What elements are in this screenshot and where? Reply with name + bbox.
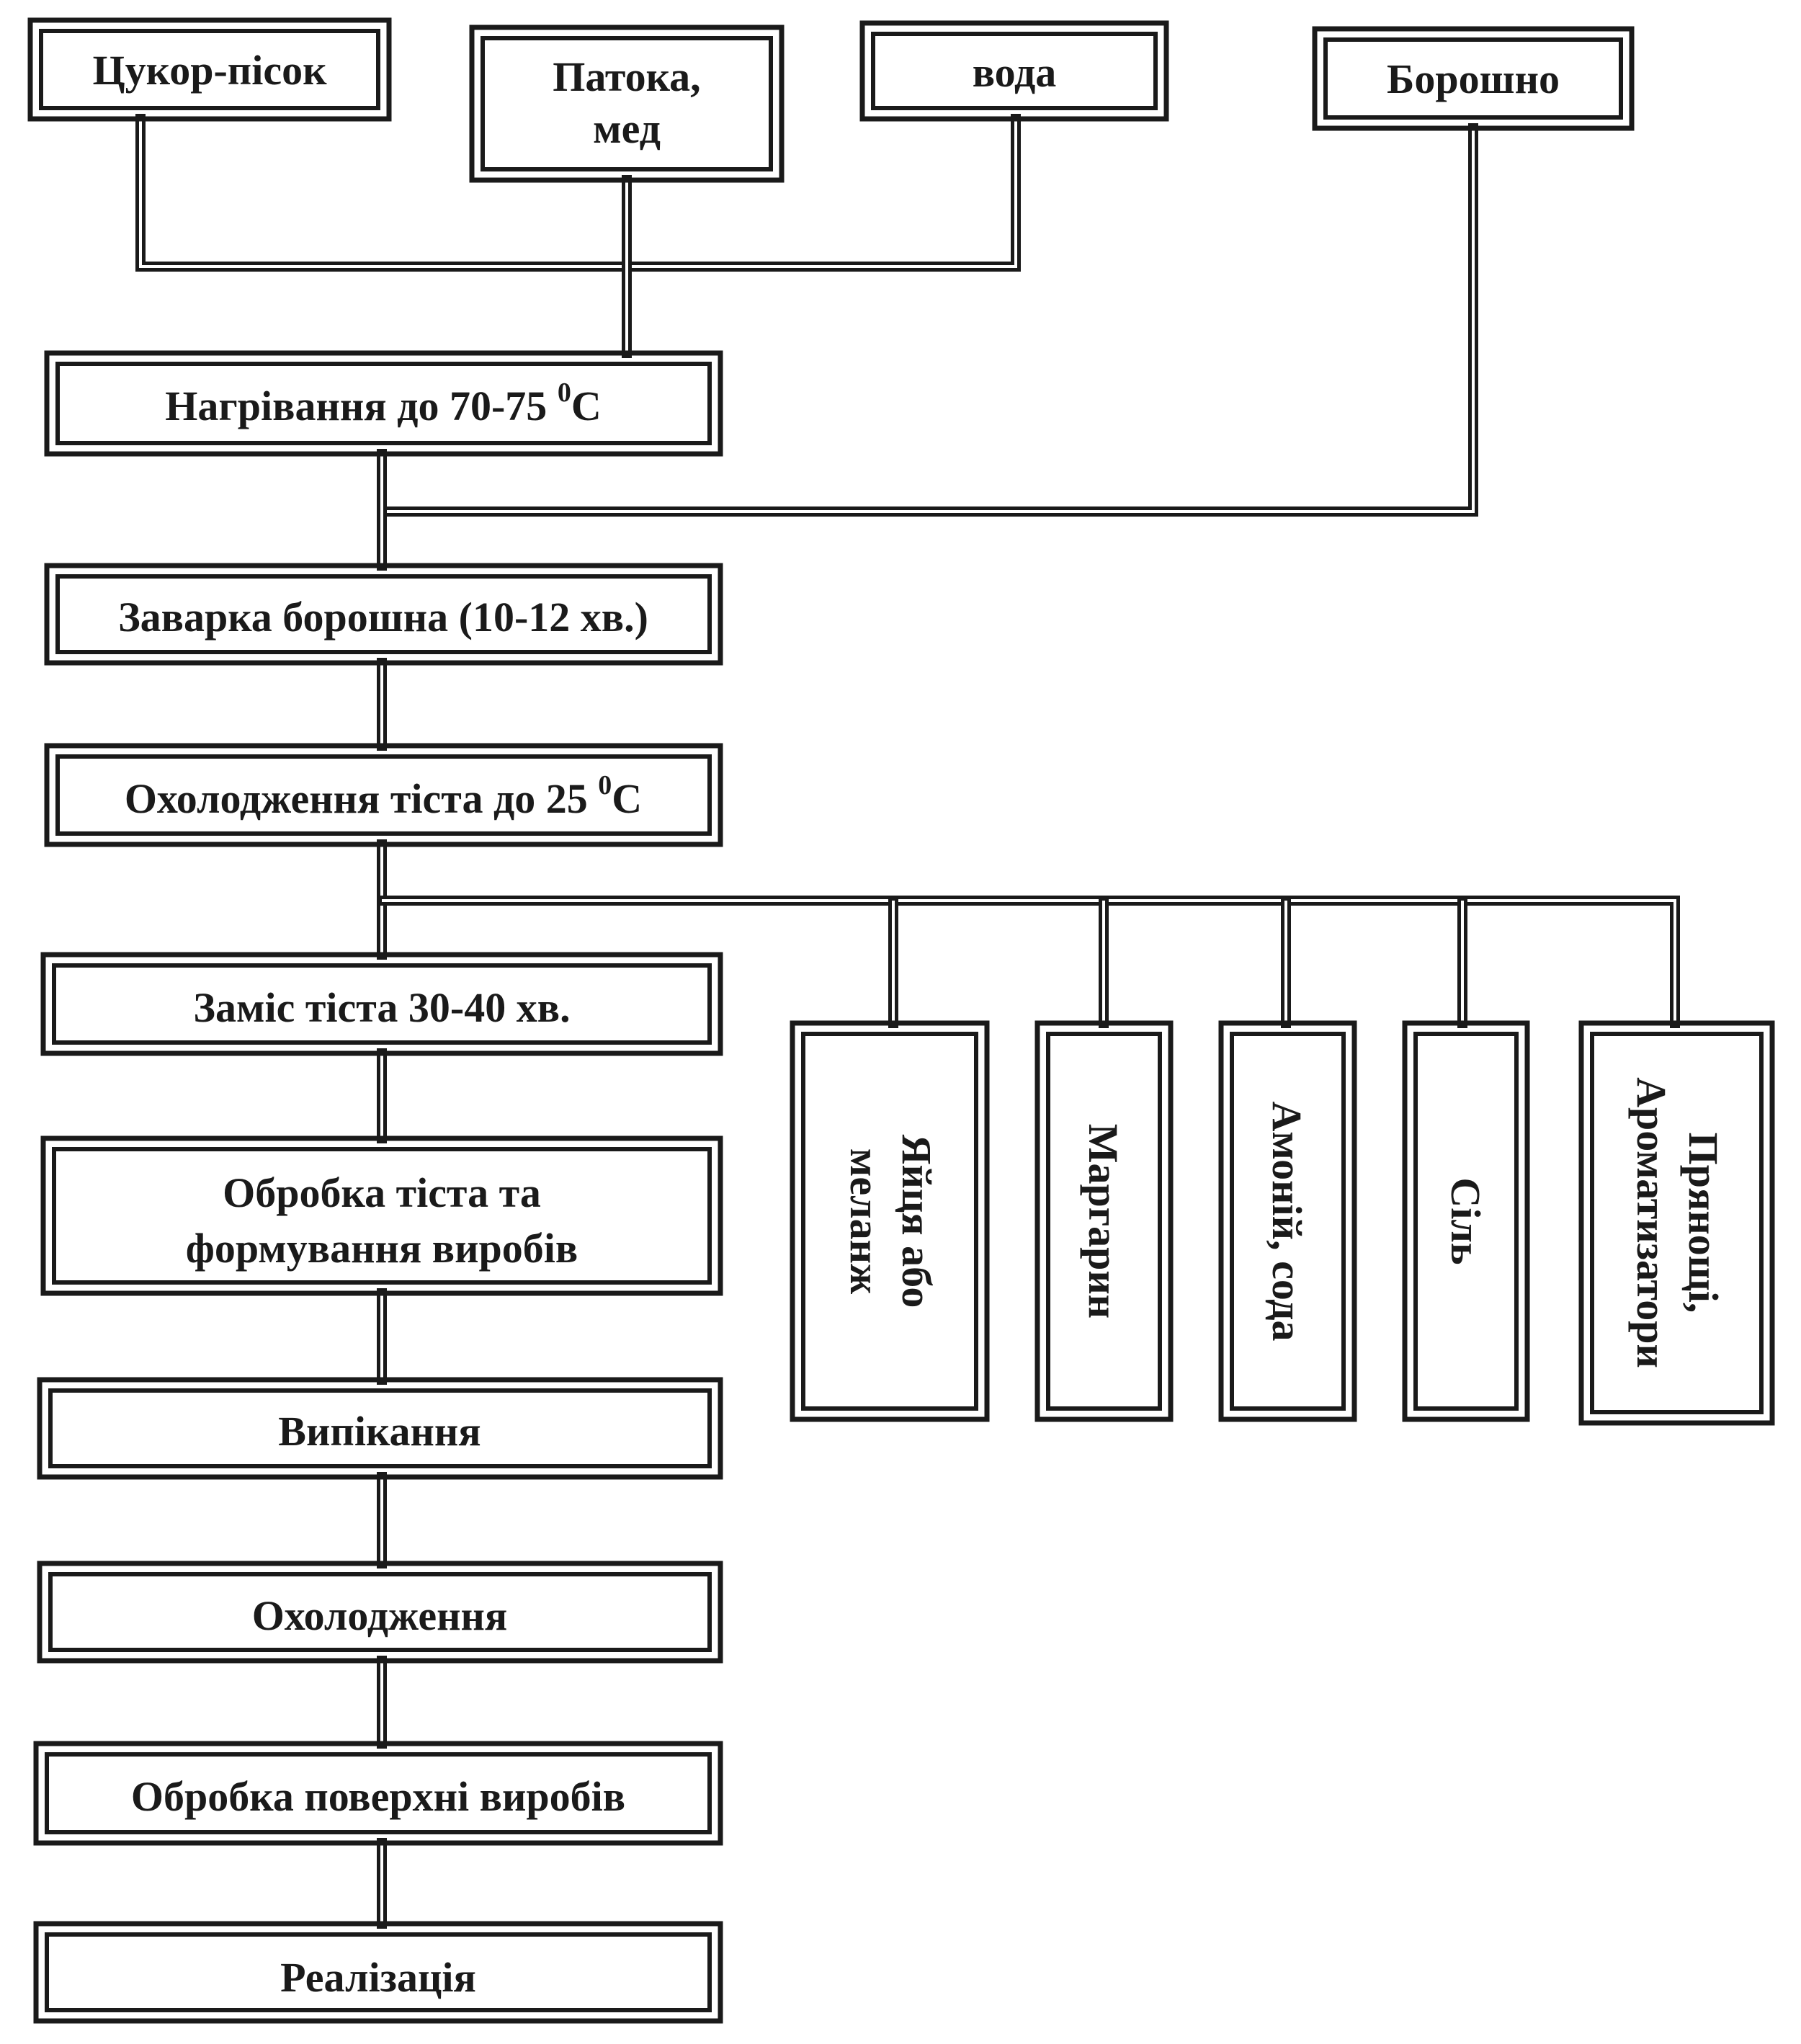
label-sale: Реалізація — [280, 1954, 476, 2001]
label-molasses-line1: Патока, — [553, 53, 700, 100]
label-brewing: Заварка борошна (10-12 хв.) — [118, 594, 648, 641]
label-forming-line1: Обробка тіста та — [223, 1169, 541, 1216]
box-salt: Сіль — [1402, 1020, 1530, 1422]
box-brewing: Заварка борошна (10-12 хв.) — [44, 563, 723, 666]
label-eggs-line2: меланж — [841, 1148, 888, 1294]
box-cooling-dough: Охолодження тіста до 25 0С — [44, 743, 723, 847]
box-molasses: Патока, мед — [469, 24, 785, 183]
box-kneading: Заміс тіста 30-40 хв. — [40, 952, 723, 1056]
box-cooling: Охолодження — [37, 1561, 723, 1664]
box-surface: Обробка поверхні виробів — [33, 1741, 723, 1846]
label-heating: Нагрівання до 70-75 0С — [165, 378, 601, 429]
box-sugar: Цукор-пісок — [27, 17, 392, 122]
box-water: вода — [859, 20, 1169, 122]
box-ammonium: Амоній, сода — [1218, 1020, 1357, 1422]
label-molasses-line2: мед — [593, 105, 661, 152]
box-baking: Випікання — [37, 1377, 723, 1480]
label-spices-line2: Ароматизатори — [1628, 1077, 1675, 1368]
box-eggs: Яйця або меланж — [790, 1020, 990, 1422]
label-spices-line1: Прянощі, — [1680, 1133, 1727, 1313]
label-baking: Випікання — [278, 1408, 481, 1455]
label-salt: Сіль — [1442, 1177, 1489, 1264]
label-cooling: Охолодження — [252, 1592, 508, 1639]
label-water: вода — [973, 49, 1057, 96]
box-forming: Обробка тіста та формування виробів — [40, 1135, 723, 1296]
label-ammonium: Амоній, сода — [1264, 1102, 1310, 1342]
box-heating: Нагрівання до 70-75 0С — [44, 350, 723, 457]
box-sale: Реалізація — [33, 1921, 723, 2024]
box-margarine: Маргарин — [1034, 1020, 1174, 1422]
label-flour: Борошно — [1387, 55, 1560, 102]
label-sugar: Цукор-пісок — [92, 47, 327, 94]
label-eggs-line1: Яйця або — [893, 1135, 940, 1308]
box-flour: Борошно — [1312, 26, 1635, 131]
connectors — [135, 114, 1680, 1929]
box-spices: Прянощі, Ароматизатори — [1578, 1020, 1775, 1426]
label-kneading: Заміс тіста 30-40 хв. — [193, 984, 570, 1031]
label-surface: Обробка поверхні виробів — [131, 1773, 625, 1820]
label-cooling-dough: Охолодження тіста до 25 0С — [125, 770, 642, 822]
label-margarine: Маргарин — [1080, 1124, 1127, 1318]
label-forming-line2: формування виробів — [186, 1225, 578, 1272]
